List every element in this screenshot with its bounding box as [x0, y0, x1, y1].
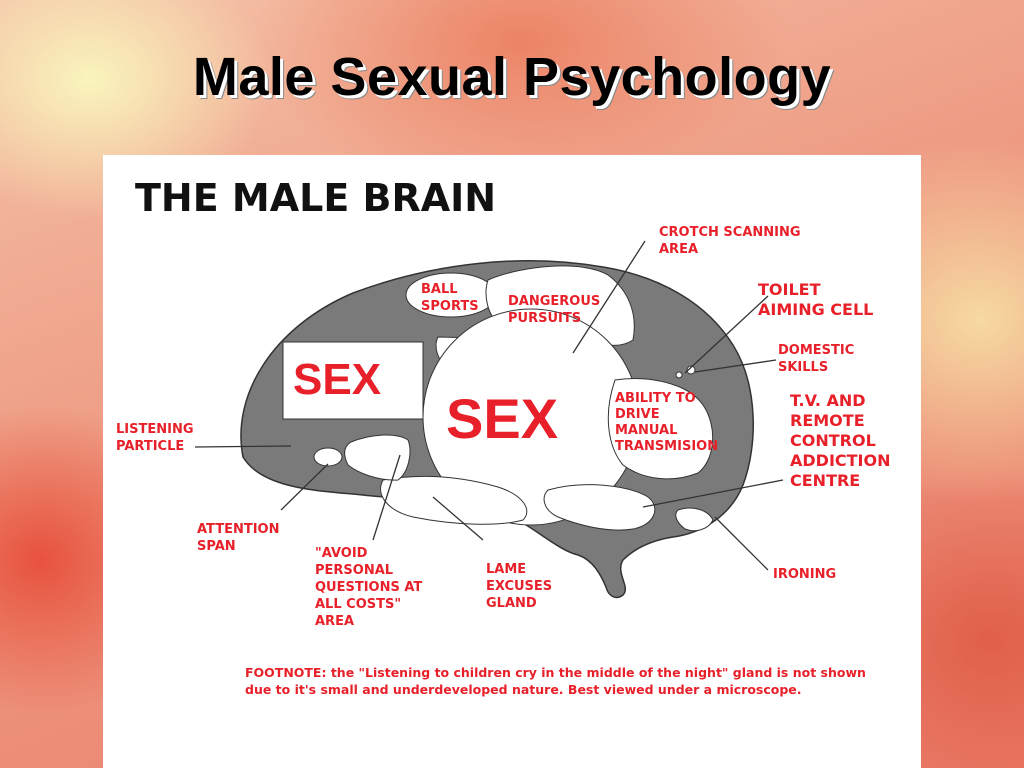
label-listening-particle: LISTENING PARTICLE — [116, 422, 198, 454]
label-avoid-personal: "AVOID PERSONAL QUESTIONS AT ALL COSTS" … — [315, 546, 427, 629]
label-toilet-aiming: TOILET AIMING CELL — [758, 280, 873, 319]
label-lame-excuses: LAME EXCUSES GLAND — [486, 562, 557, 611]
ability-to-drive-region — [607, 378, 714, 480]
sex-circle-label: SEX — [446, 387, 558, 450]
brain-diagram: THE MALE BRAIN SEX SEX CROTCH SCANNI — [116, 176, 896, 697]
lame-excuses-region — [380, 475, 528, 525]
label-dangerous-pursuits: DANGEROUS PURSUITS — [508, 294, 605, 326]
sex-box — [282, 341, 424, 420]
footnote: FOOTNOTE: the "Listening to children cry… — [245, 665, 870, 697]
label-domestic-skills: DOMESTIC SKILLS — [778, 343, 859, 375]
label-attention-span: ATTENTION SPAN — [197, 522, 284, 554]
avoid-personal-region — [344, 434, 411, 481]
tv-remote-region — [543, 484, 656, 531]
brain-heading: THE MALE BRAIN — [135, 176, 496, 220]
diagram-panel: THE MALE BRAIN SEX SEX CROTCH SCANNI — [103, 155, 921, 768]
label-ironing: IRONING — [773, 567, 836, 582]
label-ability-to-drive: ABILITY TO DRIVE MANUAL TRANSMISION — [615, 391, 718, 454]
slide-title: Male Sexual Psychology — [192, 47, 832, 107]
label-ball-sports: BALL SPORTS — [421, 282, 479, 314]
toilet-aiming-cell — [675, 371, 683, 379]
ironing-region — [675, 507, 714, 532]
label-crotch-scanning: CROTCH SCANNING AREA — [659, 225, 805, 257]
sex-box-label: SEX — [293, 355, 381, 404]
label-tv-remote: T.V. AND REMOTE CONTROL ADDICTION CENTRE — [790, 391, 896, 490]
domestic-skills-cell — [686, 365, 696, 375]
attention-span-region — [313, 447, 343, 467]
